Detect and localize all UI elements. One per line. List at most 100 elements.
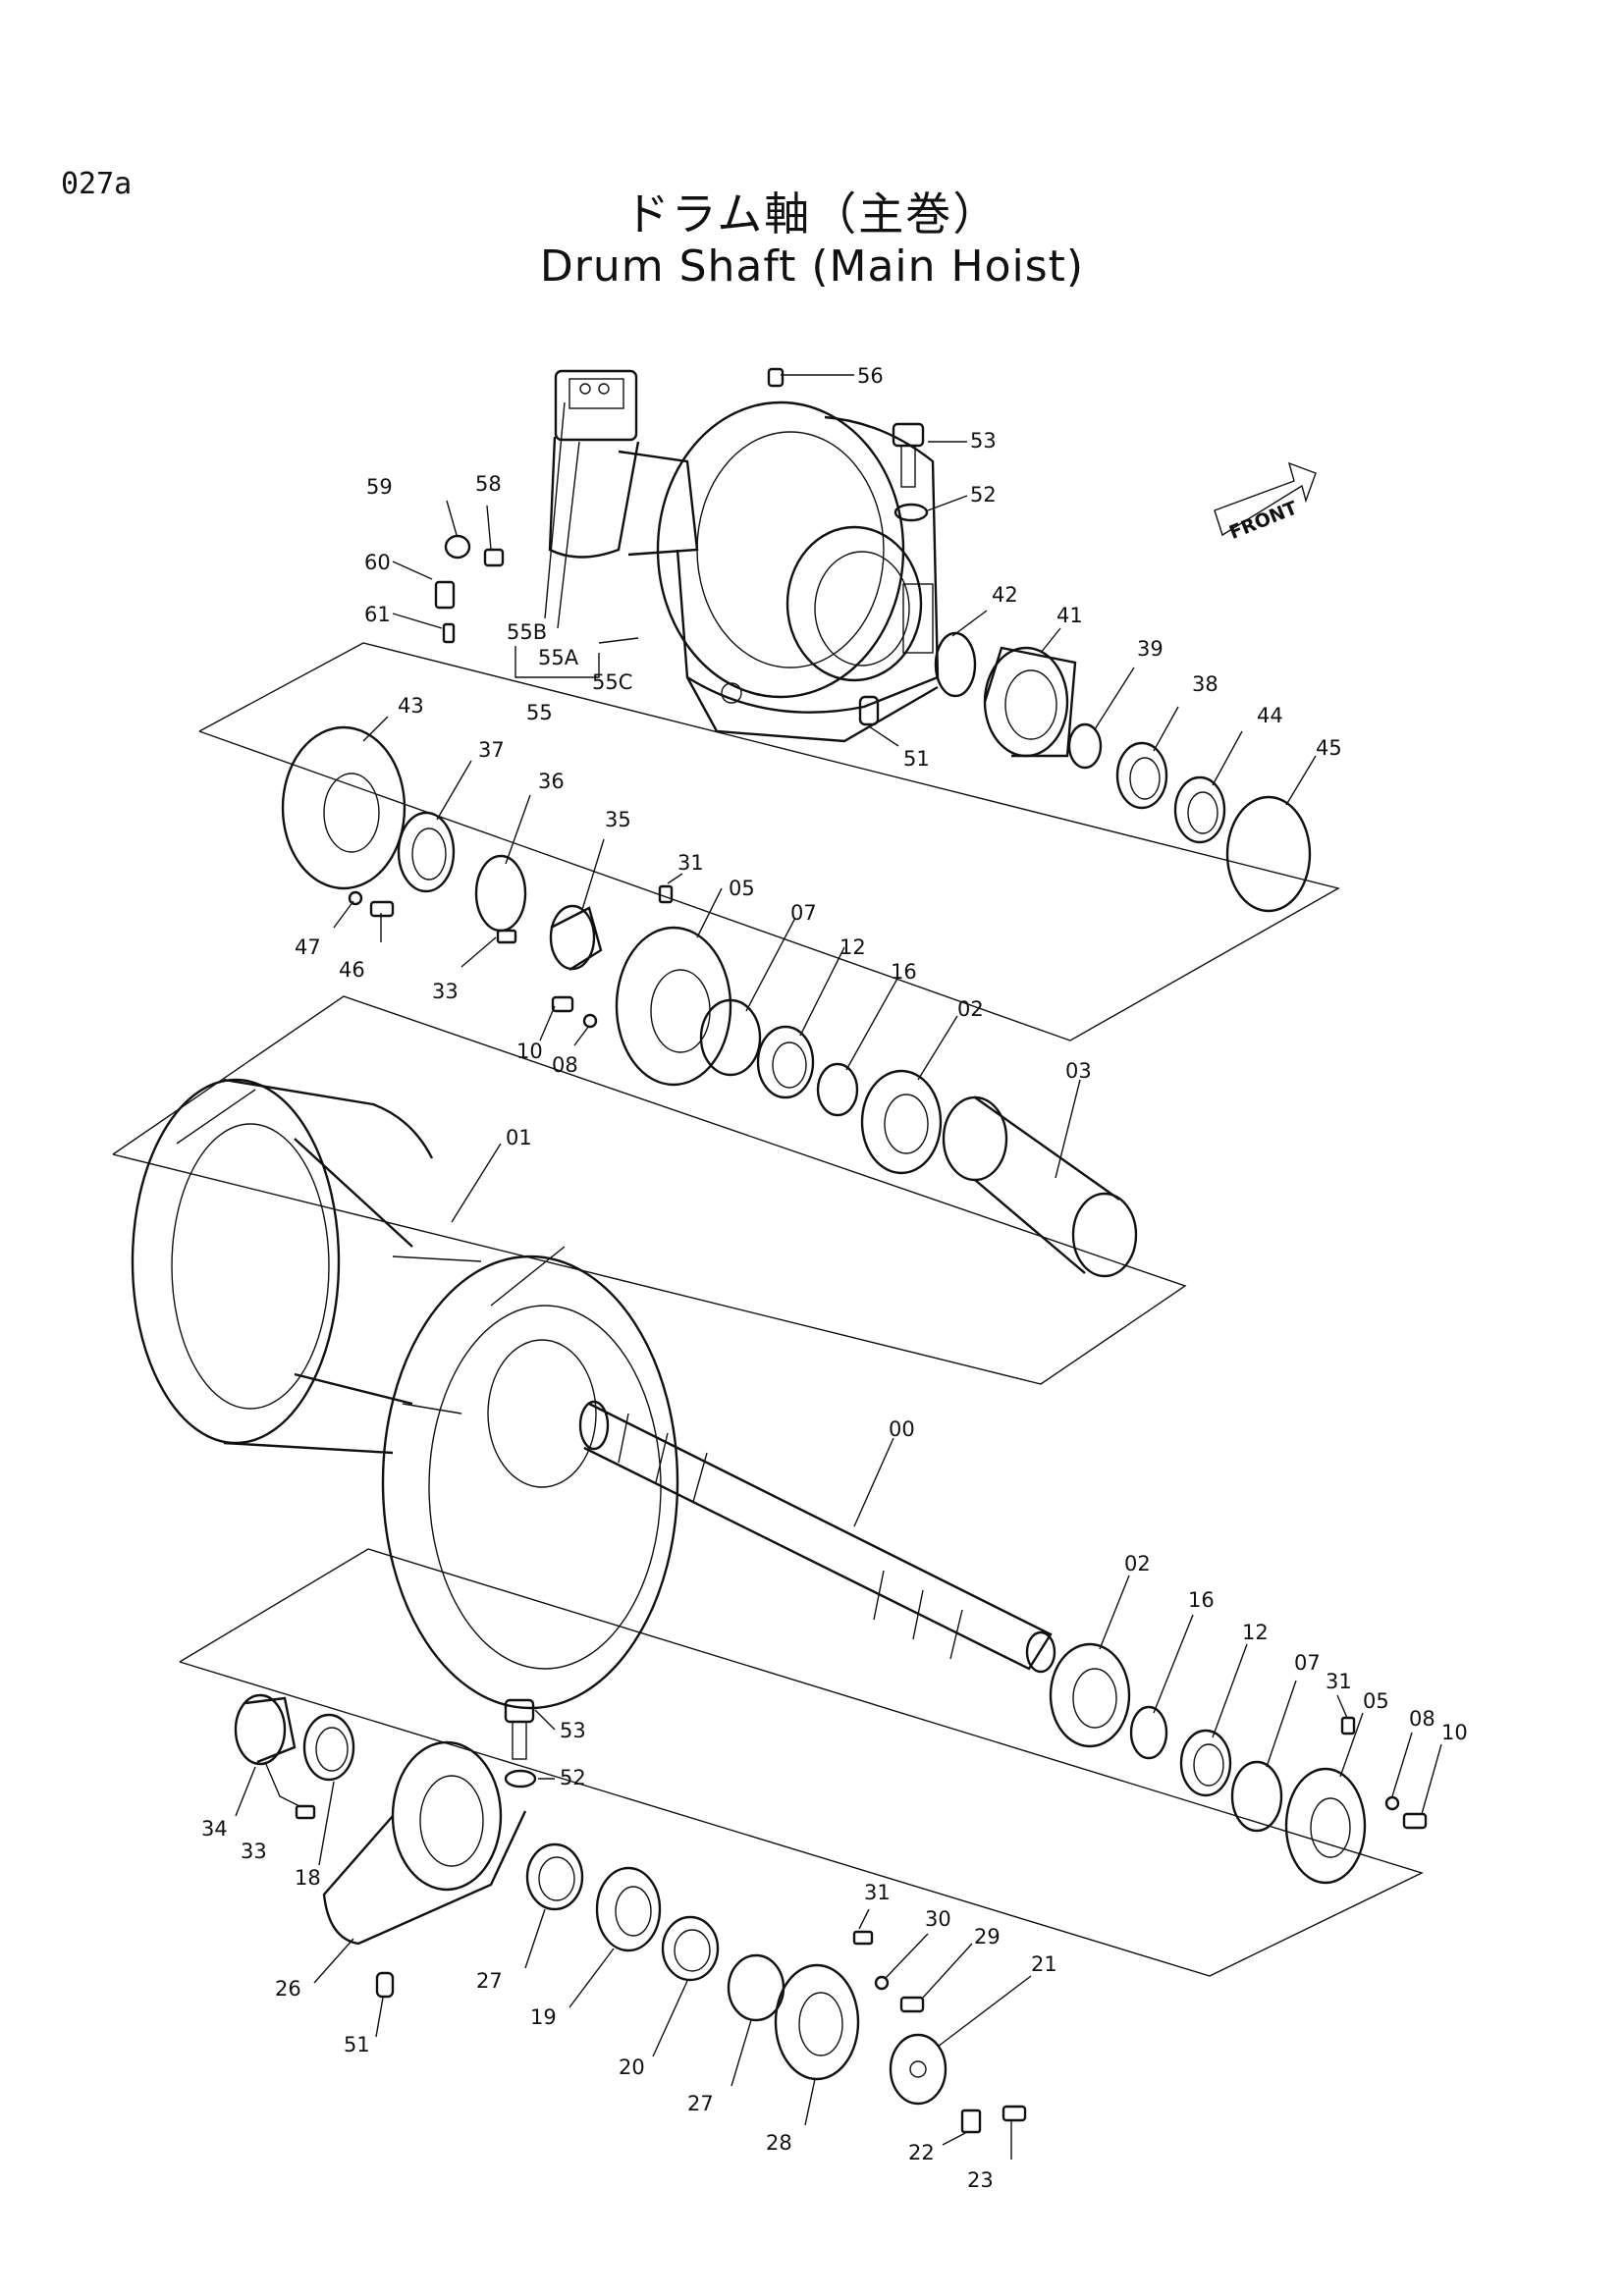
collar-12-upper (756, 1025, 815, 1099)
bolt-10-lower (1402, 1812, 1428, 1830)
callout-10-lower: 10 (1441, 1721, 1468, 1744)
sleeve-18 (302, 1713, 355, 1782)
shim-39 (1067, 722, 1103, 770)
bolt-23 (1001, 2105, 1027, 2122)
callout-27-a: 27 (476, 1969, 503, 1993)
flange-43 (281, 725, 406, 890)
shim-16-upper (816, 1062, 859, 1117)
plug-56 (767, 367, 785, 388)
screw-31-lower-right (1340, 1716, 1356, 1735)
callout-61: 61 (364, 603, 391, 626)
bearing-41 (983, 646, 1077, 758)
middle-group-outline (112, 995, 1187, 1385)
fitting-59 (444, 534, 471, 560)
callout-55c: 55C (592, 670, 632, 694)
washer-47 (348, 890, 363, 906)
callout-16-lower: 16 (1188, 1588, 1215, 1612)
nut-37 (397, 811, 456, 893)
bolt-46 (369, 900, 395, 918)
callout-02-lower: 02 (1124, 1552, 1151, 1575)
callout-35: 35 (605, 808, 631, 831)
upper-group-outline (198, 642, 1340, 1041)
callout-55b: 55B (507, 620, 547, 644)
callout-16-upper: 16 (891, 960, 917, 984)
washer-08-upper (582, 1013, 598, 1029)
lock-plate-22 (960, 2109, 982, 2134)
callout-26: 26 (275, 1977, 301, 2001)
seal-27-a (525, 1842, 584, 1911)
shim-16-lower (1129, 1705, 1168, 1760)
callout-43: 43 (398, 694, 424, 718)
shaft-00 (578, 1400, 1056, 1674)
callout-47: 47 (295, 935, 321, 959)
fitting-58 (483, 548, 505, 567)
callout-20: 20 (619, 2056, 645, 2079)
callout-22: 22 (908, 2141, 935, 2164)
cover-45 (1225, 795, 1312, 913)
callout-07-upper: 07 (790, 901, 817, 925)
callout-18: 18 (295, 1866, 321, 1890)
callout-33-upper: 33 (432, 980, 459, 1003)
callout-27-b: 27 (687, 2092, 714, 2115)
collar-12-lower (1179, 1729, 1232, 1797)
bolt-10-upper (551, 995, 574, 1013)
callout-33-lower: 33 (241, 1840, 267, 1863)
bearing-19 (595, 1866, 662, 1952)
callout-53-lower: 53 (560, 1719, 586, 1742)
callout-labels: 56 53 52 59 58 60 61 55B 55A 55C 55 42 4… (201, 364, 1468, 2192)
callout-07-lower: 07 (1294, 1651, 1321, 1675)
callout-00: 00 (889, 1417, 915, 1441)
washer-52-upper (893, 503, 929, 522)
ring-20 (661, 1915, 720, 1982)
front-label: FRONT (1226, 497, 1301, 544)
callout-21: 21 (1031, 1952, 1057, 1976)
sleeve-03 (942, 1095, 1138, 1278)
bolt-53-lower (504, 1698, 535, 1760)
callout-51-lower: 51 (344, 2033, 370, 2056)
callout-58: 58 (475, 472, 502, 496)
callout-55: 55 (526, 701, 553, 724)
collar-38 (1115, 741, 1168, 810)
callout-46: 46 (339, 958, 365, 982)
callout-30: 30 (925, 1907, 951, 1931)
callout-53: 53 (970, 429, 997, 453)
bolt-29 (899, 1996, 925, 2013)
bearing-02-lower (1049, 1642, 1131, 1748)
front-arrow-icon: FRONT (1214, 461, 1317, 544)
callout-56: 56 (857, 364, 884, 388)
callout-05-upper: 05 (729, 877, 755, 900)
callout-39: 39 (1137, 637, 1164, 661)
pin-51-lower (375, 1971, 395, 1999)
screw-31-lower-left (852, 1930, 874, 1946)
callout-12-lower: 12 (1242, 1621, 1269, 1644)
leader-lines (235, 374, 1442, 2160)
pin-51-upper (858, 695, 880, 726)
screw-31-upper (658, 884, 674, 904)
title-english: Drum Shaft (Main Hoist) (539, 241, 1085, 292)
seal-27-b (727, 1953, 785, 2022)
callout-08-lower: 08 (1409, 1707, 1435, 1731)
title-japanese: ドラム軸（主巻） (623, 187, 1001, 240)
callout-60: 60 (364, 551, 391, 574)
washer-08-lower (1384, 1795, 1400, 1811)
callout-10-upper: 10 (516, 1040, 543, 1063)
callout-12-upper: 12 (839, 935, 866, 959)
drum-01 (131, 1078, 679, 1710)
snap-ring-42 (934, 631, 977, 698)
callout-41: 41 (1056, 604, 1083, 627)
lower-group-outline (179, 1548, 1424, 1977)
callout-51-upper: 51 (903, 747, 930, 771)
seal-07-upper (699, 998, 762, 1077)
callout-34: 34 (201, 1817, 228, 1841)
callout-31-lower-left: 31 (864, 1881, 891, 1904)
callout-42: 42 (992, 583, 1018, 607)
lock-washer-36 (474, 854, 527, 933)
callout-03: 03 (1065, 1059, 1092, 1083)
callout-02-upper: 02 (957, 997, 984, 1021)
callout-19: 19 (530, 2005, 557, 2029)
callout-29: 29 (974, 1925, 1001, 1949)
callout-31-lower-right: 31 (1326, 1670, 1352, 1693)
housing-05-lower (1284, 1767, 1367, 1885)
